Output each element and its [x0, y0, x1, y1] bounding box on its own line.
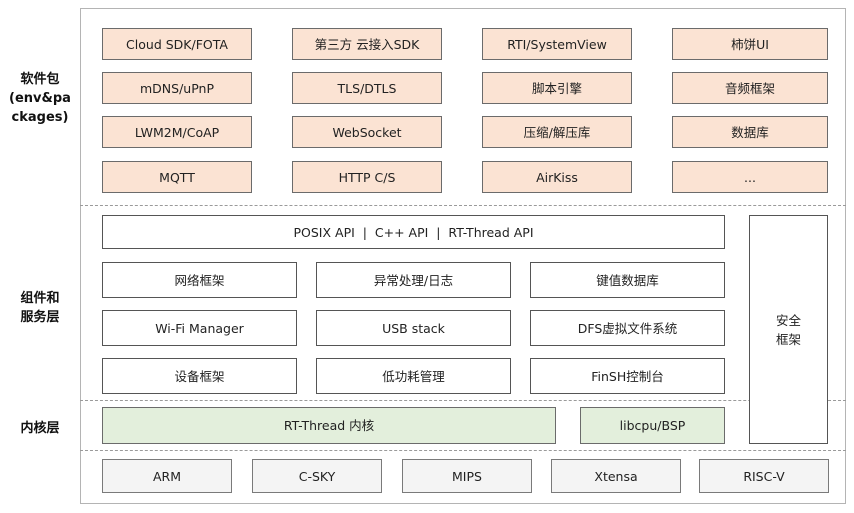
separator-components	[80, 400, 846, 401]
separator-kernel	[80, 450, 846, 451]
package-box: AirKiss	[482, 161, 632, 193]
diagram-frame	[80, 8, 846, 504]
package-box: 数据库	[672, 116, 828, 148]
layer-label-kernel: 内核层	[20, 421, 60, 436]
api-bar: POSIX API | C++ API | RT-Thread API	[102, 215, 725, 249]
arch-box: Xtensa	[551, 459, 681, 493]
component-box: Wi-Fi Manager	[102, 310, 297, 346]
api-bar-label: POSIX API | C++ API | RT-Thread API	[293, 224, 534, 240]
separator-packages	[80, 205, 846, 206]
component-box: 低功耗管理	[316, 358, 511, 394]
package-box: 音频框架	[672, 72, 828, 104]
package-box: 第三方 云接入SDK	[292, 28, 442, 60]
component-box: 键值数据库	[530, 262, 725, 298]
package-box: ...	[672, 161, 828, 193]
bsp-box: libcpu/BSP	[580, 407, 725, 444]
package-box: 柿饼UI	[672, 28, 828, 60]
package-box: HTTP C/S	[292, 161, 442, 193]
package-box: WebSocket	[292, 116, 442, 148]
layer-label-packages: 软件包 (env&pa ckages)	[9, 72, 71, 125]
component-box: FinSH控制台	[530, 358, 725, 394]
arch-box: C-SKY	[252, 459, 382, 493]
component-box: DFS虚拟文件系统	[530, 310, 725, 346]
component-box: USB stack	[316, 310, 511, 346]
package-box: Cloud SDK/FOTA	[102, 28, 252, 60]
arch-box: ARM	[102, 459, 232, 493]
kernel-core-box: RT-Thread 内核	[102, 407, 556, 444]
component-box: 设备框架	[102, 358, 297, 394]
package-box: 压缩/解压库	[482, 116, 632, 148]
component-box: 网络框架	[102, 262, 297, 298]
package-box: TLS/DTLS	[292, 72, 442, 104]
package-box: RTI/SystemView	[482, 28, 632, 60]
security-framework-box: 安全 框架	[749, 215, 828, 444]
package-box: LWM2M/CoAP	[102, 116, 252, 148]
package-box: 脚本引擎	[482, 72, 632, 104]
arch-box: MIPS	[402, 459, 532, 493]
package-box: MQTT	[102, 161, 252, 193]
component-box: 异常处理/日志	[316, 262, 511, 298]
arch-box: RISC-V	[699, 459, 829, 493]
package-box: mDNS/uPnP	[102, 72, 252, 104]
layer-label-components: 组件和 服务层	[20, 291, 60, 325]
